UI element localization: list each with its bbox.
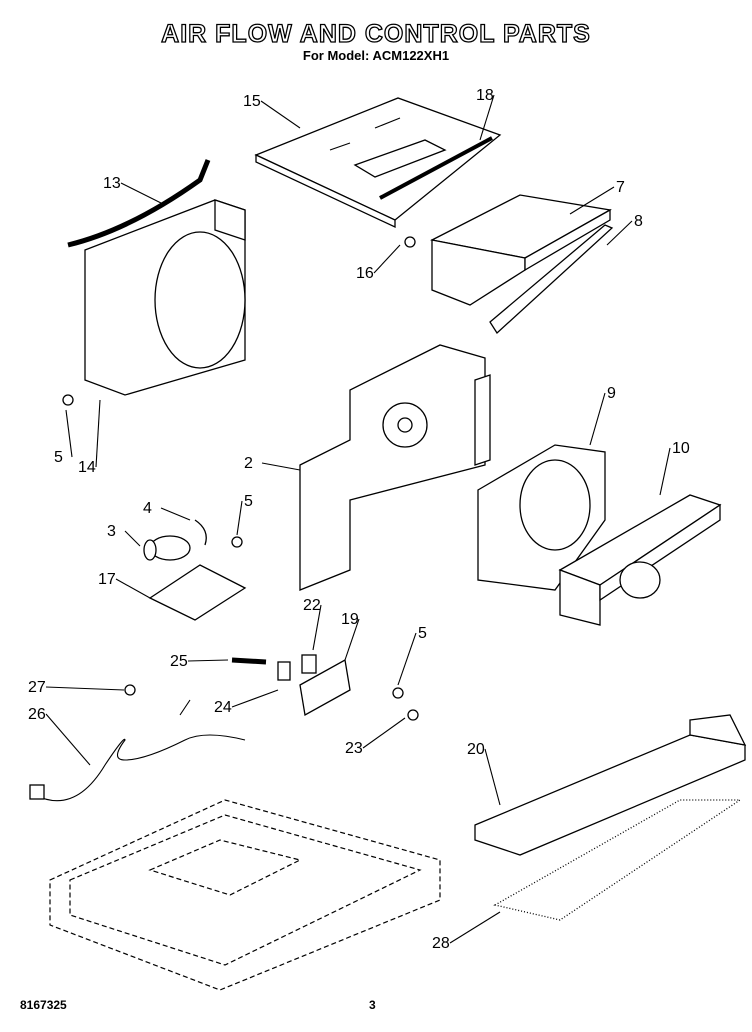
part-gasket (67, 159, 211, 248)
model-subtitle: For Model: ACM122XH1 (302, 48, 450, 63)
part-screw (231, 536, 243, 548)
part-power-cord (34, 699, 246, 802)
part-screw (392, 687, 404, 699)
callout-label: 26 (28, 706, 46, 723)
callout-label: 19 (341, 611, 359, 628)
callout-label: 20 (467, 741, 485, 758)
callout-label: 9 (607, 385, 616, 402)
page-number: 3 (369, 998, 376, 1012)
callout-label: 4 (143, 500, 152, 517)
part-capacitor (143, 535, 191, 561)
part-tube (231, 657, 267, 665)
part-capacitor-bracket (148, 564, 247, 621)
callout-leader-line (124, 530, 141, 547)
callout-leader-line (659, 447, 671, 496)
callout-leader-line (606, 220, 633, 246)
callout-leader-line (95, 399, 101, 468)
callout-leader-line (479, 94, 495, 141)
callout-label: 2 (244, 455, 253, 472)
part-screw (62, 394, 74, 406)
callout-label: 5 (418, 625, 427, 642)
callout-leader-line (589, 392, 606, 446)
callout-leader-line (120, 182, 166, 206)
callout-label: 28 (432, 935, 450, 952)
callout-leader-line (397, 632, 417, 686)
part-control-cover (430, 194, 612, 306)
callout-leader-line (312, 604, 322, 651)
callout-leader-line (45, 713, 91, 766)
callout-label: 14 (78, 459, 96, 476)
part-shroud (84, 199, 246, 396)
callout-label: 18 (476, 87, 494, 104)
callout-label: 22 (303, 597, 321, 614)
callout-label: 25 (170, 653, 188, 670)
part-control-panel (299, 344, 491, 591)
callout-label: 10 (672, 440, 690, 457)
callout-leader-line (362, 717, 406, 749)
callout-label: 24 (214, 699, 232, 716)
part-orifice (477, 444, 606, 591)
callout-leader-line (344, 618, 360, 661)
part-top-cover (254, 97, 502, 229)
callout-leader-line (160, 507, 191, 521)
callout-leader-line (449, 911, 501, 944)
part-divider (558, 494, 722, 626)
part-screw (407, 709, 419, 721)
callout-leader-line (484, 748, 501, 806)
part-thermostat (277, 661, 291, 681)
callout-leader-line (115, 578, 151, 599)
callout-leader-line (260, 100, 301, 129)
callout-leader-line (261, 462, 301, 471)
callout-leader-line (236, 500, 243, 536)
part-screw (124, 684, 136, 696)
callout-leader-line (187, 659, 229, 662)
callout-label: 17 (98, 571, 116, 588)
callout-leader-line (65, 409, 73, 458)
callout-label: 23 (345, 740, 363, 757)
callout-leader-line (569, 186, 615, 215)
part-filter (493, 799, 743, 921)
part-screw (404, 236, 416, 248)
page-title: AIR FLOW AND CONTROL PARTS (161, 19, 591, 48)
callout-label: 16 (356, 265, 374, 282)
callout-label: 7 (616, 179, 625, 196)
callout-label: 5 (54, 449, 63, 466)
part-base-pan (49, 799, 441, 991)
callout-leader-line (231, 689, 279, 708)
part-bracket (489, 224, 614, 335)
callout-leader-line (373, 244, 401, 274)
part-capacitor-strap (194, 519, 207, 546)
callout-label: 15 (243, 93, 261, 110)
part-switch (301, 654, 317, 674)
part-mounting-plate (299, 658, 351, 717)
callout-label: 8 (634, 213, 643, 230)
callout-label: 3 (107, 523, 116, 540)
callout-label: 27 (28, 679, 46, 696)
callout-label: 5 (244, 493, 253, 510)
part-seal-strip (379, 136, 493, 200)
part-drain-pan (474, 714, 747, 856)
document-number: 8167325 (20, 998, 67, 1012)
callout-leader-line (45, 686, 125, 691)
callout-label: 13 (103, 175, 121, 192)
